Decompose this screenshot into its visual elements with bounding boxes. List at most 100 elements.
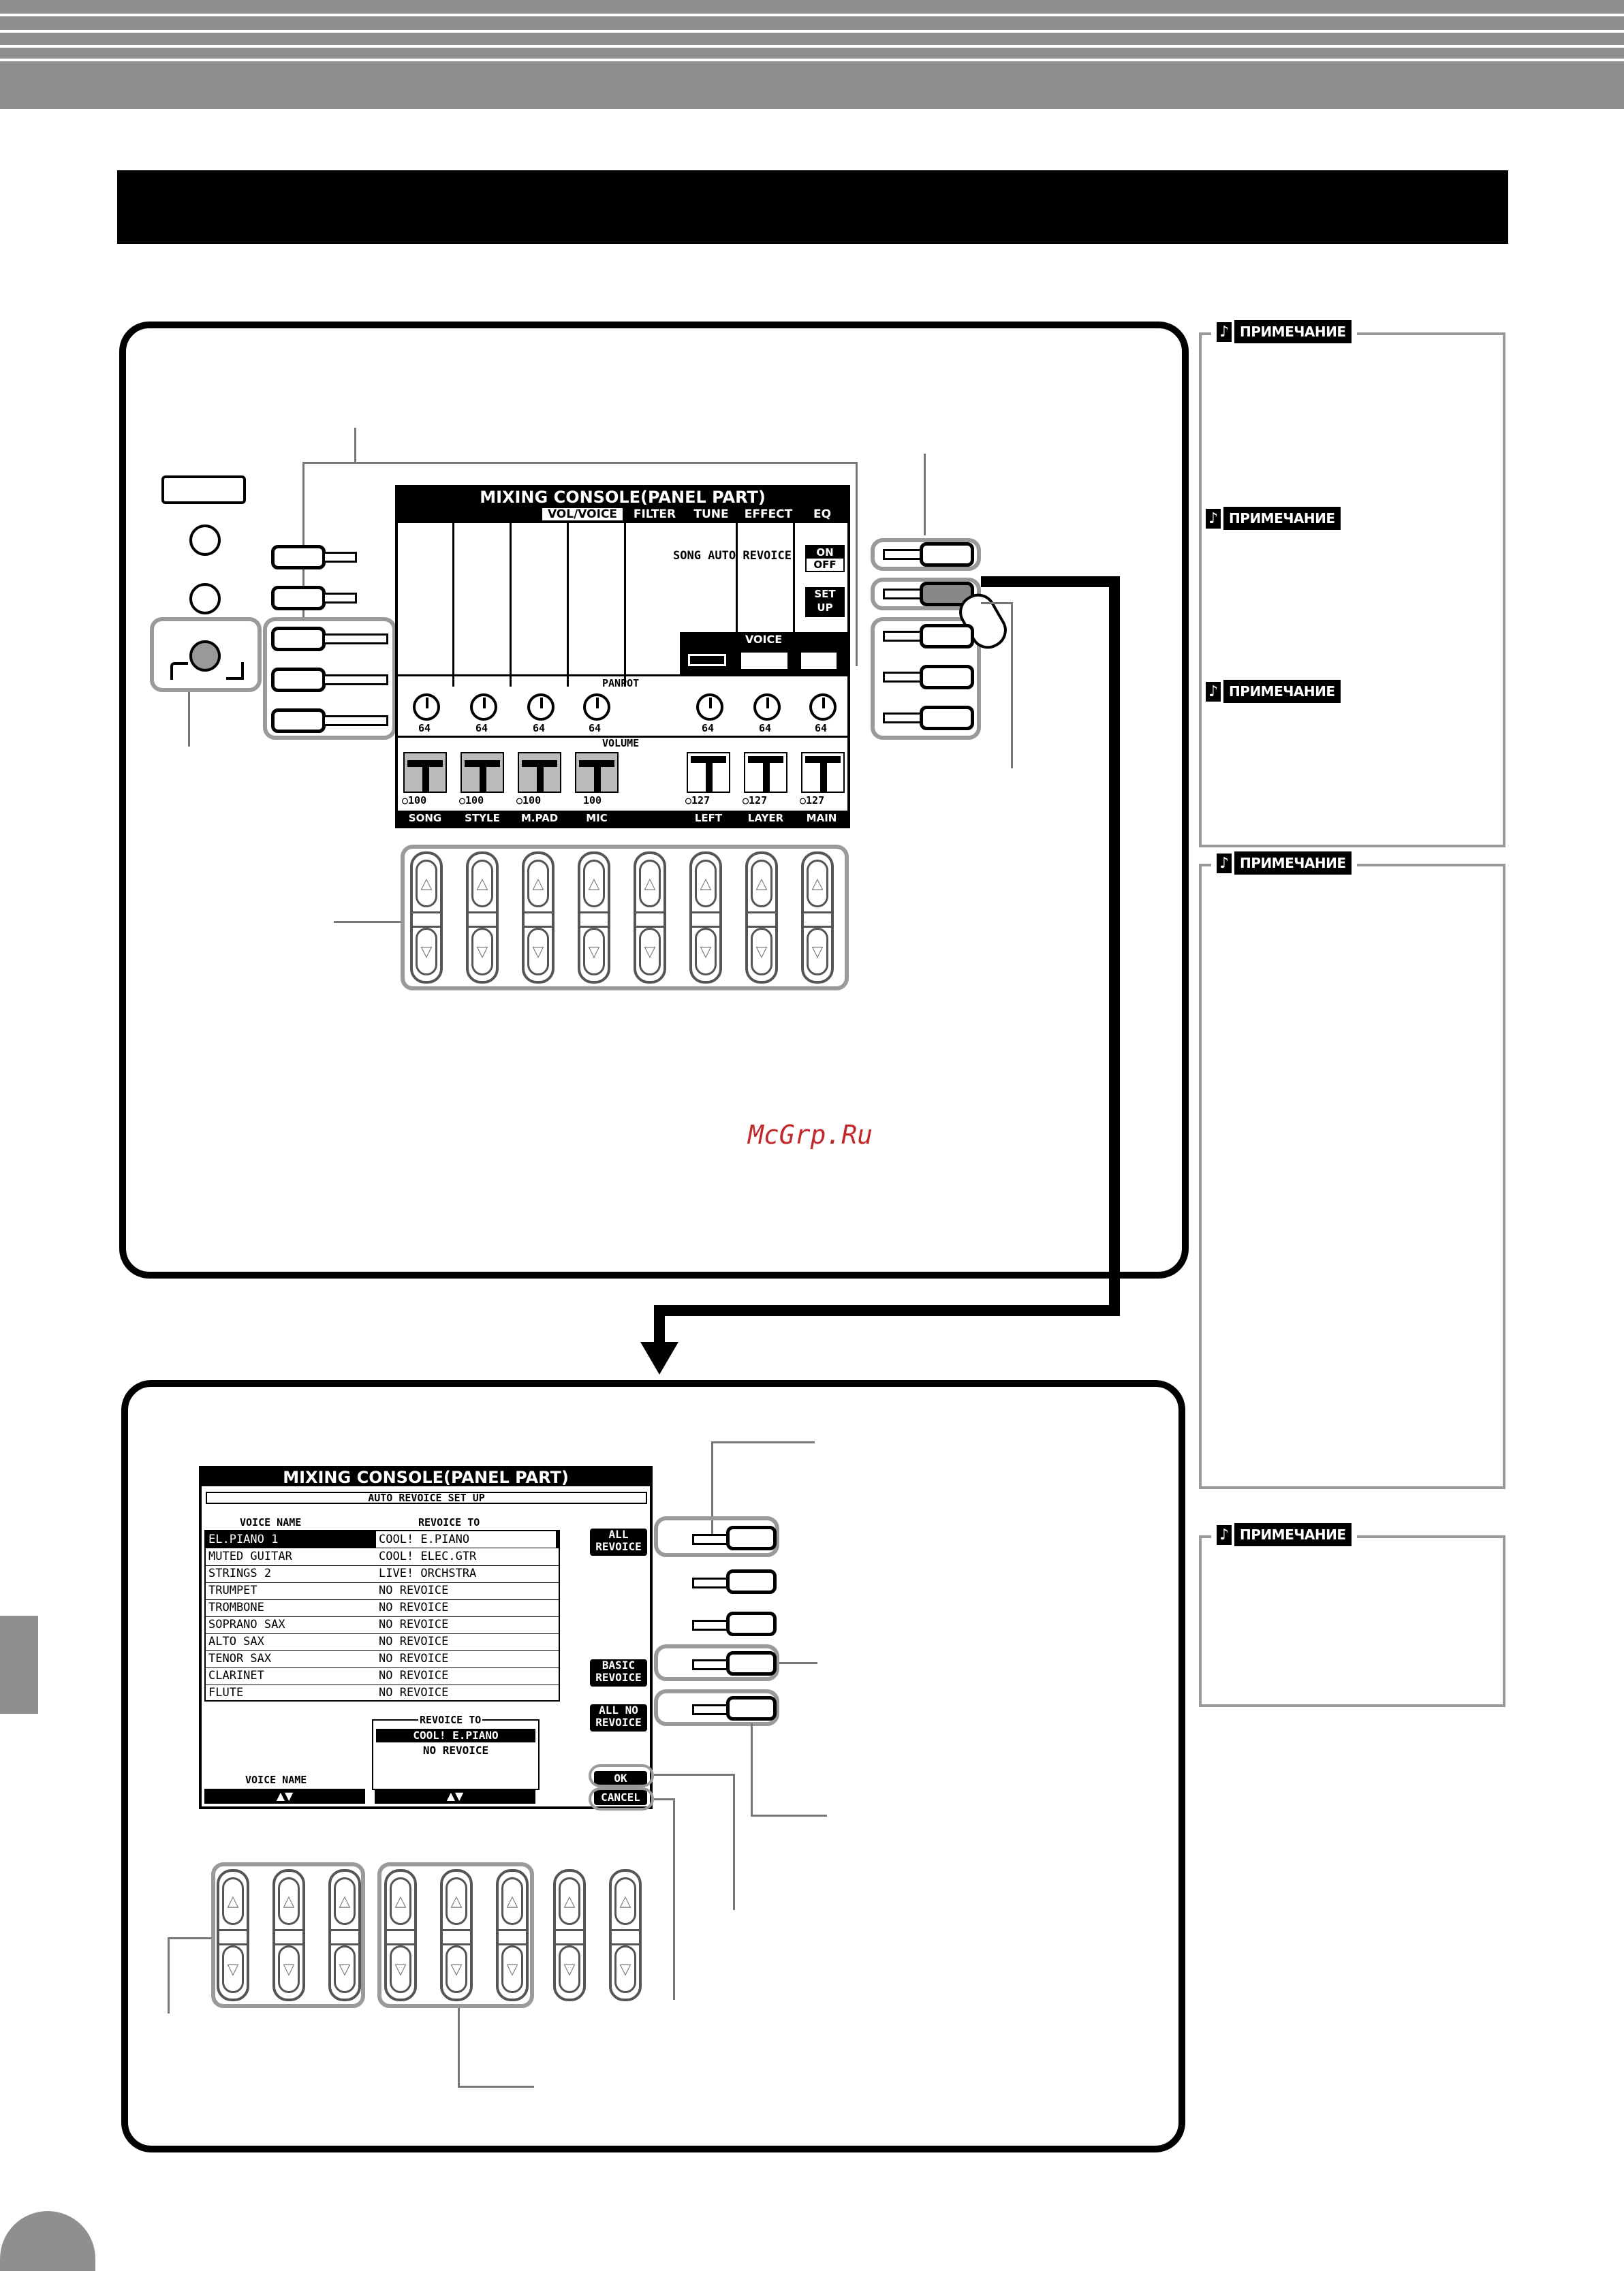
lcd-button-right[interactable]: [726, 1612, 777, 1636]
tab-strip: VOL/VOICE FILTER TUNE EFFECT EQ: [398, 507, 847, 523]
up-down-button-2[interactable]: △▽: [272, 1869, 305, 2001]
song-auto-revoice-on-off-button[interactable]: [920, 542, 974, 567]
lcd-button-left-d[interactable]: [271, 668, 326, 692]
tab-tune[interactable]: TUNE: [685, 507, 737, 522]
up-down-button-6[interactable]: △▽: [496, 1869, 529, 2001]
voice-button-1[interactable]: [920, 624, 974, 648]
volume-value: ○100: [402, 794, 427, 806]
volume-fader-layer[interactable]: [744, 752, 787, 793]
up-down-button-8[interactable]: △▽: [801, 851, 834, 984]
pan-knob-mic[interactable]: [583, 693, 610, 721]
up-down-button-6[interactable]: △▽: [689, 851, 722, 984]
pan-knob-style[interactable]: [470, 693, 497, 721]
lcd-button-left-a[interactable]: [271, 545, 326, 569]
music-note-icon: ♪: [1206, 681, 1221, 702]
screen-subtitle: AUTO REVOICE SET UP: [206, 1492, 647, 1504]
voice-button-2[interactable]: [920, 665, 974, 689]
callout-line: [654, 1798, 674, 1800]
up-down-button-4[interactable]: △▽: [384, 1869, 417, 2001]
up-down-button-2[interactable]: △▽: [466, 851, 499, 984]
button-highlight-group: [263, 617, 396, 740]
mixing-console-button[interactable]: [189, 640, 221, 672]
round-button[interactable]: [189, 583, 221, 614]
revoice-to-box-title: REVOICE TO: [418, 1714, 483, 1726]
part-label-style: STYLE: [465, 812, 500, 824]
callout-line: [751, 1723, 753, 1816]
panel-step-2: [121, 1380, 1185, 2152]
volume-fader-mpad[interactable]: [518, 752, 561, 793]
up-down-button-8[interactable]: △▽: [609, 1869, 642, 2001]
revoice-option-selected[interactable]: COOL! E.PIANO: [376, 1729, 535, 1742]
tab-effect[interactable]: EFFECT: [740, 507, 797, 522]
basic-revoice-button[interactable]: [726, 1651, 777, 1676]
voice-button-3[interactable]: [920, 706, 974, 730]
lcd-button-left-e[interactable]: [271, 708, 326, 733]
up-down-button-5[interactable]: △▽: [440, 1869, 473, 2001]
pan-knob-left[interactable]: [696, 693, 723, 721]
music-note-icon: ♪: [1206, 508, 1221, 529]
note-label: ♪ПРИМЕЧАНИЕ: [1211, 319, 1357, 345]
lcd-button-left-b[interactable]: [271, 586, 326, 610]
pan-value: 64: [533, 722, 546, 734]
trumpet-icon: [688, 654, 726, 666]
voice-name-scroll-arrows[interactable]: ▲▼: [204, 1789, 365, 1804]
note-label: ♪ПРИМЕЧАНИЕ: [1211, 1522, 1357, 1548]
up-down-button-4[interactable]: △▽: [578, 851, 610, 984]
tab-filter[interactable]: FILTER: [627, 507, 683, 522]
on-off-toggle[interactable]: ON OFF: [805, 545, 845, 572]
pan-value: 64: [702, 722, 715, 734]
pan-knob-song[interactable]: [413, 693, 440, 721]
cancel-button[interactable]: [589, 1787, 654, 1811]
set-up-label[interactable]: SET UP: [805, 587, 845, 617]
flow-connector: [1109, 576, 1120, 1316]
volume-fader-main[interactable]: [801, 752, 845, 793]
callout-line: [673, 1798, 675, 2000]
button-stem: [883, 631, 922, 642]
button-stem: [883, 712, 922, 723]
note-box-3: ♪ПРИМЕЧАНИЕ: [1199, 1522, 1505, 1707]
callout-line: [924, 454, 926, 535]
header-line: [0, 45, 1624, 48]
fader-button-group: [211, 1862, 365, 2008]
up-down-button-1[interactable]: △▽: [410, 851, 443, 984]
flow-connector: [981, 576, 1120, 587]
pan-knob-layer[interactable]: [753, 693, 781, 721]
round-button[interactable]: [189, 524, 221, 556]
column-divider: [510, 523, 512, 687]
revoice-option[interactable]: NO REVOICE: [422, 1744, 489, 1757]
button-highlight-group: [871, 538, 981, 571]
volume-fader-song[interactable]: [403, 752, 447, 793]
callout-line: [354, 428, 356, 463]
all-no-revoice-button[interactable]: [726, 1696, 777, 1721]
tab-eq[interactable]: EQ: [800, 507, 845, 522]
up-down-button-7[interactable]: △▽: [553, 1869, 586, 2001]
header-line: [0, 30, 1624, 33]
pan-knob-mpad[interactable]: [527, 693, 555, 721]
all-revoice-button[interactable]: [726, 1526, 777, 1550]
up-down-button-5[interactable]: △▽: [634, 851, 666, 984]
lcd-button-right[interactable]: [726, 1569, 777, 1594]
up-down-button-3[interactable]: △▽: [328, 1869, 361, 2001]
up-down-button-1[interactable]: △▽: [217, 1869, 249, 2001]
revoice-to-scroll-arrows[interactable]: ▲▼: [375, 1789, 535, 1804]
volume-fader-style[interactable]: [460, 752, 504, 793]
note-box-1: ♪ПРИМЕЧАНИЕ: [1199, 319, 1505, 847]
volume-fader-mic[interactable]: [575, 752, 619, 793]
tab-vol-voice[interactable]: VOL/VOICE: [541, 507, 624, 522]
up-down-button-3[interactable]: △▽: [522, 851, 555, 984]
lcd-button-left-c[interactable]: [271, 627, 326, 651]
volume-fader-left[interactable]: [687, 752, 730, 793]
ok-button[interactable]: [589, 1764, 654, 1787]
pan-knob-main[interactable]: [809, 693, 837, 721]
up-down-button-7[interactable]: △▽: [745, 851, 778, 984]
